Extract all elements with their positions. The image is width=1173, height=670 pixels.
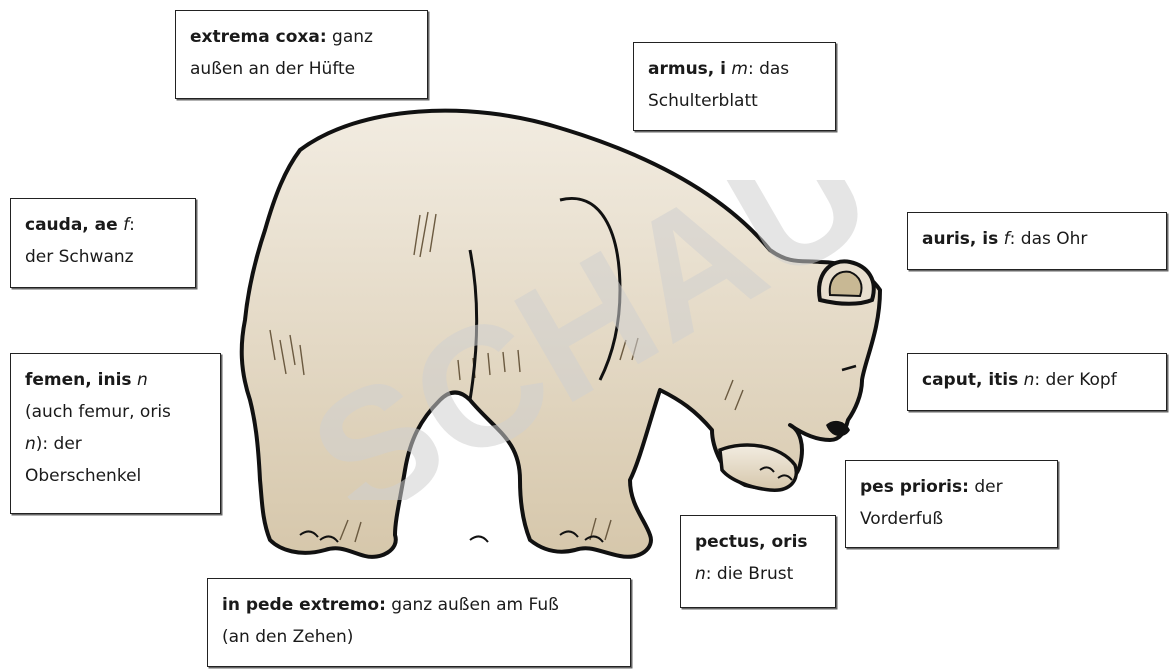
text-armus-1: : das (748, 59, 789, 79)
label-pes-prioris: pes prioris: der Vorderfuß (845, 460, 1058, 548)
label-armus: armus, i m: das Schulterblatt (633, 42, 836, 131)
label-in-pede-extremo: in pede extremo: ganz außen am Fuß (an d… (207, 578, 631, 667)
gender-caput: n (1024, 370, 1035, 390)
text-femen-3: ): der (36, 434, 82, 454)
label-femen: femen, inis n (auch femur, oris n): der … (10, 353, 221, 514)
term-femen: femen, inis (25, 370, 132, 390)
term-pes-prioris: pes prioris: (860, 477, 969, 497)
label-caput: caput, itis n: der Kopf (907, 353, 1167, 411)
gender-femen-alt: n (25, 434, 36, 454)
text-auris: : das Ohr (1010, 229, 1088, 249)
text-caput: : der Kopf (1034, 370, 1116, 390)
bear-ear-inner (830, 272, 862, 296)
text-pectus-2: : die Brust (706, 564, 793, 584)
term-auris: auris, is (922, 229, 998, 249)
text-extrema-coxa-2: außen an der Hüfte (190, 59, 355, 79)
text-pes-prioris-1: der (969, 477, 1003, 497)
text-extrema-coxa-1: ganz (327, 27, 373, 47)
text-cauda-2: der Schwanz (25, 247, 134, 267)
label-extrema-coxa: extrema coxa: ganz außen an der Hüfte (175, 10, 428, 99)
gender-armus: m (731, 59, 748, 79)
term-caput: caput, itis (922, 370, 1018, 390)
text-in-pede-1: ganz außen am Fuß (386, 595, 559, 615)
text-in-pede-2: (an den Zehen) (222, 627, 353, 647)
text-pes-prioris-2: Vorderfuß (860, 509, 943, 529)
text-armus-2: Schulterblatt (648, 91, 758, 111)
term-in-pede-extremo: in pede extremo: (222, 595, 386, 615)
text-femen-4: Oberschenkel (25, 466, 141, 486)
label-cauda: cauda, ae f: der Schwanz (10, 198, 196, 288)
label-auris: auris, is f: das Ohr (907, 212, 1167, 270)
text-cauda-1: : (129, 215, 135, 235)
gender-femen: n (137, 370, 148, 390)
text-femen-2: (auch femur, oris (25, 402, 171, 422)
term-cauda: cauda, ae (25, 215, 118, 235)
gender-pectus: n (695, 564, 706, 584)
term-pectus: pectus, oris (695, 532, 808, 552)
term-armus: armus, i (648, 59, 726, 79)
label-pectus: pectus, oris n: die Brust (680, 515, 836, 608)
term-extrema-coxa: extrema coxa: (190, 27, 327, 47)
